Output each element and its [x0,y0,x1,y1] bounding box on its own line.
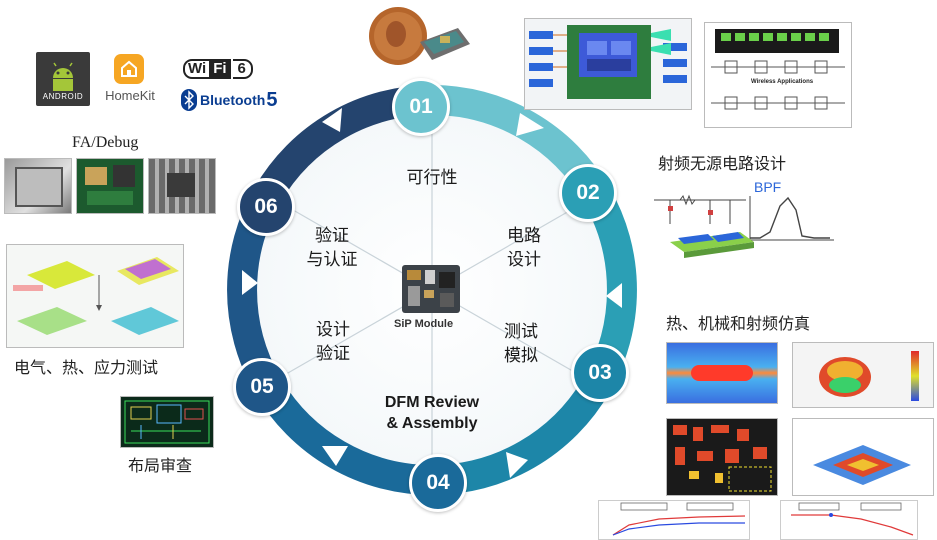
wireless-applications-image: Wireless Applications [704,22,852,128]
segment-label-design-verification: 设计 验证 [316,320,350,364]
plot-2-curves [791,502,914,536]
test-setup-slide [6,244,184,348]
xray-image-2 [76,158,144,214]
xray-image-3 [148,158,216,214]
bluetooth-rune-icon [181,89,197,111]
block-diagram-image [524,18,692,110]
homekit-logo: HomeKit [100,52,160,106]
wireless-applications-drawing [711,29,845,110]
pcb-layout-drawing [124,400,210,444]
rf-passive-circuit-design-label: 射频无源电路设计 [658,154,787,173]
radiation-pattern-drawing [819,351,919,401]
sip-module-label: SiP Module [394,318,454,330]
bpf-label: BPF [754,179,781,195]
mechanical-sim-image [792,418,934,496]
cycle-dividers [273,108,591,472]
step-badge-01: 01 [392,78,450,136]
step-badge-04: 04 [409,454,467,512]
coin-chip-photo [369,7,470,65]
pcb-thermal-map-drawing [673,425,772,492]
step-badge-03: 03 [571,344,629,402]
segment-label-verification-certification: 验证 与认证 [306,226,358,270]
homekit-wordmark: HomeKit [105,88,155,103]
thermal-sim-image [666,342,778,404]
homekit-house-icon [114,54,144,84]
android-robot-icon [53,62,73,91]
wifi-text: Wi [183,59,210,79]
layout-review-label: 布局审查 [128,456,193,475]
android-wordmark: ANDROID [42,92,84,101]
step-badge-06: 06 [237,178,295,236]
thermal-mech-rf-simulation-label: 热、机械和射频仿真 [666,314,811,333]
layout-review-image [120,396,214,448]
fa-debug-label: FA/Debug [72,134,139,151]
cycle-arrowheads [242,108,622,478]
segment-label-feasibility: 可行性 [406,168,458,188]
wifi-version: 6 [232,59,253,79]
android-logo: ANDROID [36,52,90,106]
bluetooth-logo: Bluetooth 5 [180,88,277,112]
segment-label-dfm-review: DFM Review & Assembly [384,394,480,432]
rf-3d-layout [670,232,754,258]
sip-module-chip [402,265,460,313]
rf-passive-circuit-image: BPF [654,179,834,258]
wifi6-logo: Wi Fi 6 [183,58,253,80]
sim-result-plot-1 [598,500,750,540]
mechanical-sim-drawing [813,445,911,485]
bluetooth-text: Bluetooth [200,92,266,108]
segment-label-test-simulation: 测试 模拟 [504,322,538,366]
xray-image-1 [4,158,72,214]
step-badge-05: 05 [233,358,291,416]
step-badge-02: 02 [559,164,617,222]
pcb-thermal-map-image [666,418,778,496]
block-diagram-drawing [529,25,687,99]
elec-thermal-stress-test-label: 电气、热、应力测试 [14,358,159,377]
wireless-applications-caption: Wireless Applications [751,79,814,85]
wifi-fi-text: Fi [209,59,231,79]
segment-label-circuit-design: 电路 设计 [507,226,541,270]
sim-result-plot-2 [780,500,918,540]
plot-1-curves [612,502,746,536]
rf-radiation-pattern-image [792,342,934,408]
test-setup-diagrams [13,257,179,335]
bluetooth-version: 5 [266,88,278,111]
